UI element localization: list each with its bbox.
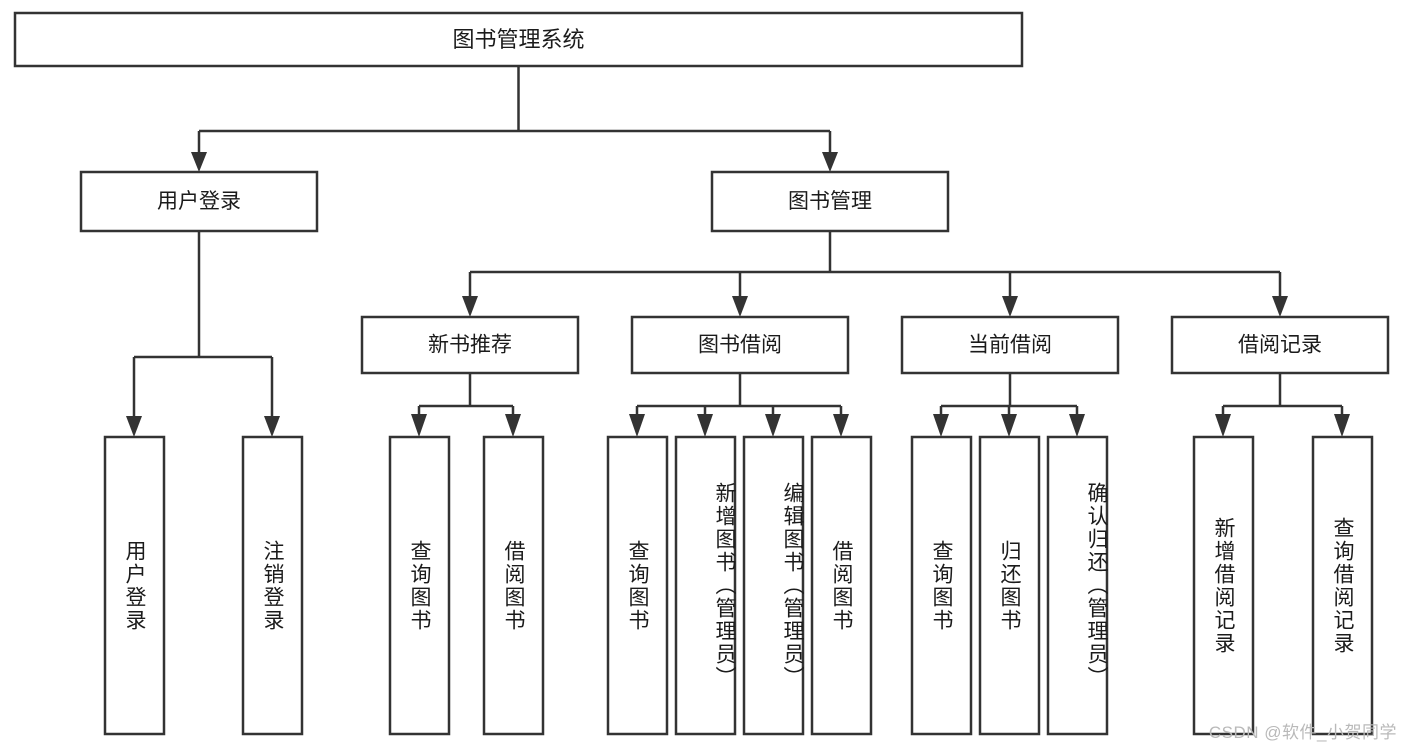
csdn-watermark: CSDN @软件_小贺同学 bbox=[1208, 723, 1397, 742]
node-borrow-record-box[interactable] bbox=[1170, 315, 1390, 375]
node-book-borrow-box[interactable] bbox=[630, 315, 850, 375]
leaf-box-borrow-book-2[interactable] bbox=[810, 435, 873, 736]
node-book-borrow-label: 图书借阅 bbox=[698, 334, 782, 357]
arrow-cb-l3 bbox=[1069, 414, 1085, 437]
leaf-box-logout[interactable] bbox=[241, 435, 304, 736]
arrow-bb-l1 bbox=[629, 414, 645, 437]
leaf-box-add-record[interactable] bbox=[1192, 435, 1255, 736]
node-user-login-label: 用户登录 bbox=[157, 190, 241, 213]
arrow-bm-c3 bbox=[1002, 296, 1018, 317]
node-root[interactable]: 图书管理系统 bbox=[13, 11, 1024, 68]
arrow-to-book-manage bbox=[822, 152, 838, 172]
node-book-borrow[interactable]: 图书借阅 bbox=[630, 315, 850, 375]
connector-group-current-borrow bbox=[933, 373, 1085, 437]
node-new-book-rec-label: 新书推荐 bbox=[428, 334, 512, 357]
arrow-bb-l2 bbox=[697, 414, 713, 437]
arrow-to-user-login bbox=[191, 152, 207, 172]
connector-group-book-borrow bbox=[629, 373, 849, 437]
node-current-borrow[interactable]: 当前借阅 bbox=[900, 315, 1120, 375]
node-new-book-rec-box[interactable] bbox=[360, 315, 580, 375]
connector-group-book-manage bbox=[462, 231, 1288, 317]
leaf-box-query-record[interactable] bbox=[1311, 435, 1374, 736]
leaf-box-query-book-3[interactable] bbox=[910, 435, 973, 736]
arrow-nbr-l1 bbox=[411, 414, 427, 437]
node-current-borrow-box[interactable] bbox=[900, 315, 1120, 375]
leaf-box-query-book-2[interactable] bbox=[606, 435, 669, 736]
arrow-bm-c1 bbox=[462, 296, 478, 317]
arrow-br-l1 bbox=[1215, 414, 1231, 437]
connector-group-borrow-record bbox=[1215, 373, 1350, 437]
connector-group-root bbox=[191, 66, 838, 172]
node-new-book-rec[interactable]: 新书推荐 bbox=[360, 315, 580, 375]
node-book-manage-box[interactable] bbox=[710, 170, 950, 233]
connector-group-user-login bbox=[126, 231, 280, 437]
leaf-boxes bbox=[103, 435, 1374, 736]
leaf-box-query-book-1[interactable] bbox=[388, 435, 451, 736]
arrow-bm-c4 bbox=[1272, 296, 1288, 317]
arrow-cb-l1 bbox=[933, 414, 949, 437]
arrow-ul-leaf-2 bbox=[264, 416, 280, 437]
arrow-br-l2 bbox=[1334, 414, 1350, 437]
leaf-box-add-book[interactable] bbox=[674, 435, 737, 736]
leaf-box-return-book[interactable] bbox=[978, 435, 1041, 736]
node-current-borrow-label: 当前借阅 bbox=[968, 334, 1052, 357]
node-user-login-box[interactable] bbox=[79, 170, 319, 233]
arrow-nbr-l2 bbox=[505, 414, 521, 437]
leaf-box-user-login[interactable] bbox=[103, 435, 166, 736]
node-borrow-record[interactable]: 借阅记录 bbox=[1170, 315, 1390, 375]
node-root-label: 图书管理系统 bbox=[452, 27, 584, 52]
arrow-bm-c2 bbox=[732, 296, 748, 317]
arrow-cb-l2 bbox=[1001, 414, 1017, 437]
arrow-ul-leaf-1 bbox=[126, 416, 142, 437]
node-root-box[interactable] bbox=[13, 11, 1024, 68]
node-user-login[interactable]: 用户登录 bbox=[79, 170, 319, 233]
leaf-box-borrow-book-1[interactable] bbox=[482, 435, 545, 736]
node-book-manage[interactable]: 图书管理 bbox=[710, 170, 950, 233]
leaf-box-edit-book[interactable] bbox=[742, 435, 805, 736]
node-book-manage-label: 图书管理 bbox=[788, 190, 872, 213]
connector-group-new-book-rec bbox=[411, 373, 521, 437]
arrow-bb-l4 bbox=[833, 414, 849, 437]
leaf-box-confirm-return[interactable] bbox=[1046, 435, 1109, 736]
arrow-bb-l3 bbox=[765, 414, 781, 437]
node-borrow-record-label: 借阅记录 bbox=[1238, 334, 1322, 357]
